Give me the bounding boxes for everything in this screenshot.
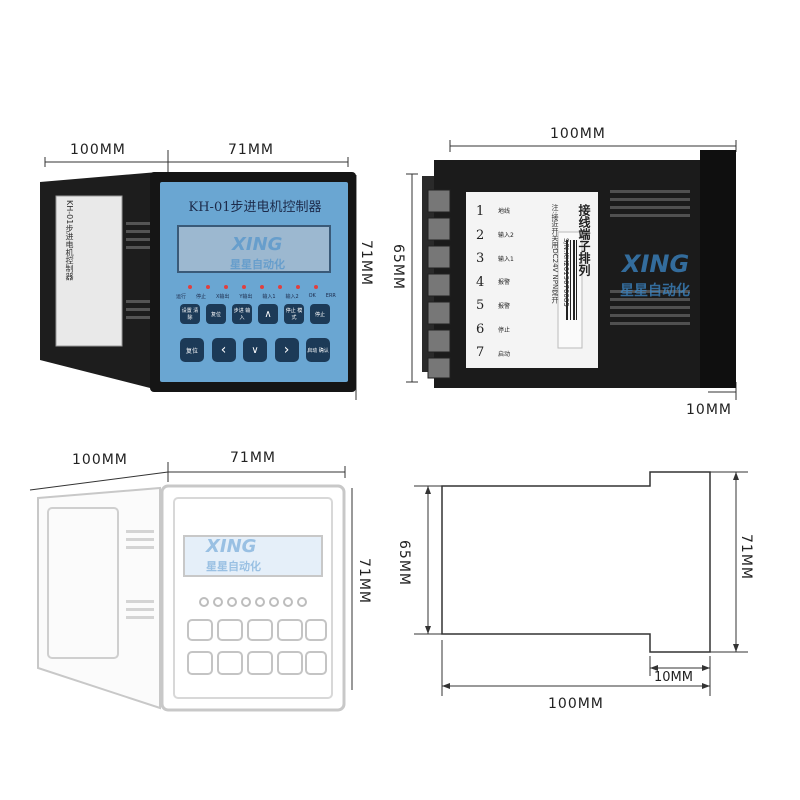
watermark-brand: XING [232, 234, 283, 255]
led-labels: 运行 停止 X输出 Y输出 输入1 输入2 OK ERR [176, 293, 336, 300]
button-row-1: 设置 清除 复位 步进 输入 ∧ 停止 模式 停止 [180, 304, 330, 324]
terminal-number: 6 [476, 321, 485, 337]
back-length-label: 100MM [550, 126, 606, 142]
right-arrow-icon: › [283, 342, 290, 358]
front-outline-drawing: 100MM 71MM 71MM XING 星星自动化 [0, 400, 400, 800]
panel-button[interactable]: 停止 模式 [284, 304, 304, 324]
led-label: 停止 [195, 294, 206, 300]
outline-height-label: 71MM [356, 558, 372, 604]
panel-button[interactable]: 复位 [206, 304, 226, 324]
side-outline-lines [414, 471, 748, 696]
terminal-number: 3 [476, 251, 485, 266]
back-bezel-label: 10MM [686, 402, 732, 418]
reset-button[interactable]: 复位 [180, 338, 204, 362]
led-label: 输入2 [285, 294, 299, 300]
right-arrow-button[interactable]: › [274, 338, 299, 362]
controller-housing [40, 172, 356, 392]
up-arrow-icon: ∧ [264, 308, 272, 320]
terminal-number: 2 [476, 227, 485, 243]
back-height-label: 65MM [390, 244, 406, 290]
watermark-brand: XING [206, 536, 257, 557]
back-view-photo: 100MM 65MM 10MM 接线端子排列 注:接近开关用DC24V NPN常… [390, 0, 800, 418]
terminal-name: 输入2 [498, 231, 514, 239]
terminal-name: 停止 [498, 327, 511, 335]
panel-button[interactable]: 停止 [310, 304, 330, 324]
terminal-name: 地线 [498, 208, 511, 215]
start-confirm-button[interactable]: 启动 确认 [306, 338, 330, 362]
side-height-left-label: 65MM [396, 540, 412, 586]
front-depth-label: 100MM [70, 142, 126, 158]
led-label: 运行 [176, 294, 187, 300]
panel-button[interactable]: 设置 清除 [180, 304, 200, 324]
terminal-number: 7 [476, 345, 485, 360]
led-label: X输出 [215, 294, 230, 300]
side-height-right-label: 71MM [738, 534, 754, 580]
led-label: Y输出 [239, 294, 253, 300]
side-bezel-label: 10MM [654, 670, 693, 685]
back-view-dimension-lines [406, 140, 737, 400]
led-label: ERR [325, 293, 336, 299]
left-arrow-button[interactable]: ‹ [211, 338, 236, 362]
outline-depth-label: 100MM [72, 452, 128, 468]
serial-number: S/N:KH2019070085 [562, 238, 570, 307]
front-outline-lines [29, 462, 353, 712]
front-width-label: 71MM [228, 142, 274, 158]
terminal-number: 1 [476, 204, 485, 219]
watermark-cn: 星星自动化 [620, 283, 690, 299]
watermark-brand: XING [622, 250, 690, 278]
watermark-cn: 星星自动化 [206, 560, 261, 573]
terminal-name: 启动 [498, 350, 511, 358]
terminal-label-title: 接线端子排列 [577, 204, 591, 276]
down-arrow-button[interactable]: ∨ [243, 338, 267, 362]
terminal-name: 输入1 [498, 255, 514, 263]
side-sticker-text: KH-01步进电机控制器 [65, 200, 74, 281]
front-view-photo: 100MM 71MM 71MM KH-01步进电机控制器 KH- [0, 0, 400, 400]
terminal-name: 报警 [498, 279, 511, 287]
watermark-cn: 星星自动化 [230, 258, 285, 271]
outline-width-label: 71MM [230, 450, 276, 466]
left-arrow-icon: ‹ [220, 342, 227, 358]
panel-title: KH-01步进电机控制器 [188, 200, 322, 215]
panel-button[interactable]: 步进 输入 [232, 304, 252, 324]
led-label: 输入1 [262, 294, 276, 300]
terminal-name: 报警 [498, 303, 511, 311]
button-row-2: 复位 ‹ ∨ › 启动 确认 [180, 338, 330, 362]
terminal-numbers: 1 2 3 4 5 6 7 [476, 204, 510, 360]
down-arrow-icon: ∨ [251, 344, 259, 356]
led-label: OK [308, 293, 316, 299]
terminal-number: 4 [476, 274, 485, 290]
terminal-number: 5 [476, 298, 485, 313]
side-length-label: 100MM [548, 696, 604, 712]
terminal-label-note: 注:接近开关用DC24V NPN常开 [551, 204, 559, 304]
front-height-label: 71MM [358, 240, 374, 286]
up-arrow-button[interactable]: ∧ [258, 304, 278, 324]
side-outline-drawing: 65MM 71MM 100MM 10MM [396, 400, 800, 800]
terminal-names: 地线 输入2 输入1 报警 报警 停止 启动 [498, 206, 538, 358]
